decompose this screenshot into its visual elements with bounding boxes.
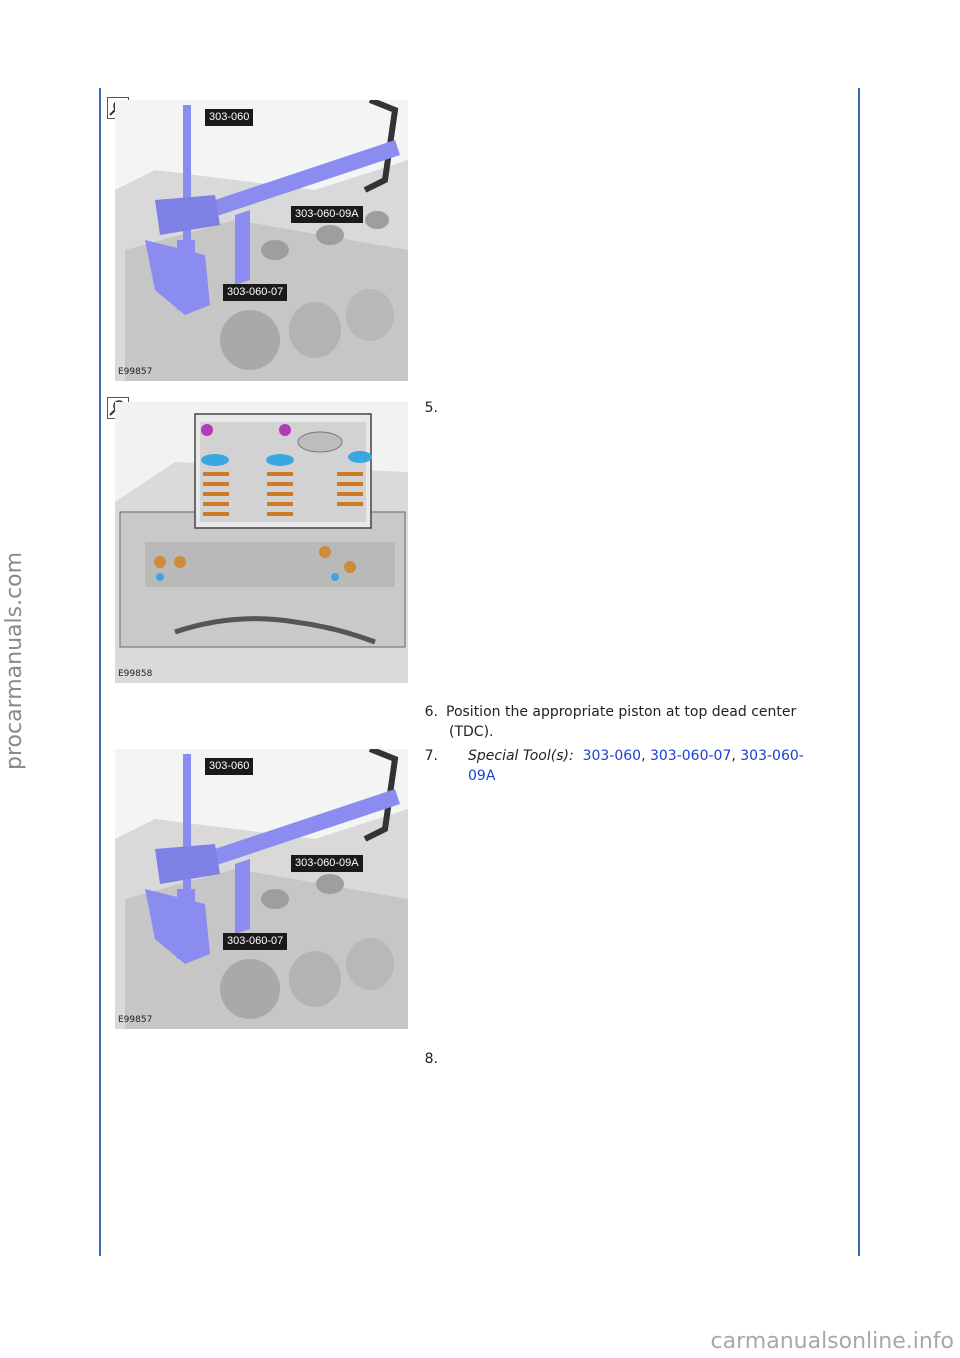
step-number: 5.	[424, 400, 438, 416]
right-border-rule	[858, 88, 860, 1256]
special-tools-label: Special Tool(s):	[468, 748, 574, 764]
bottom-watermark: carmanualsonline.info	[710, 1329, 954, 1354]
tool-link-303-060-07[interactable]: 303-060-07	[649, 748, 732, 764]
callout-label: 303-060-07	[223, 284, 288, 301]
figure-id: E99857	[118, 367, 153, 377]
callout-label: 303-060-07	[223, 933, 288, 950]
callout-label: 303-060	[205, 758, 254, 775]
step-6: 6. Position the appropriate piston at to…	[416, 702, 856, 746]
step-7: 7. Special Tool(s): 303-060, 303-060-07,…	[416, 746, 856, 790]
callout-label: 303-060-09A	[291, 855, 363, 872]
figure-id: E99857	[118, 1015, 153, 1025]
tool-link-303-060-09a[interactable]: 303-060-	[740, 748, 804, 764]
step-text-cont: (TDC).	[449, 724, 494, 740]
callout-label: 303-060	[205, 109, 254, 126]
step-text: Position the appropriate piston at top d…	[446, 704, 797, 720]
figure-tool-install-repeat: 303-060 303-060-09A 303-060-07 E99857	[115, 749, 408, 1029]
step-number: 8.	[424, 1051, 438, 1067]
step-number: 7.	[424, 748, 438, 764]
callout-label: 303-060-09A	[291, 206, 363, 223]
tool-link-303-060[interactable]: 303-060	[582, 748, 642, 764]
figure-tool-install: 303-060 303-060-09A 303-060-07 E99857	[115, 100, 408, 381]
figure-valve-springs: E99858	[115, 402, 408, 683]
side-watermark: procarmanuals.com	[2, 551, 27, 770]
step-number: 6.	[424, 704, 438, 720]
left-border-rule	[99, 88, 101, 1256]
figure-id: E99858	[118, 669, 153, 679]
tool-link-303-060-09a-cont[interactable]: 09A	[468, 768, 496, 784]
